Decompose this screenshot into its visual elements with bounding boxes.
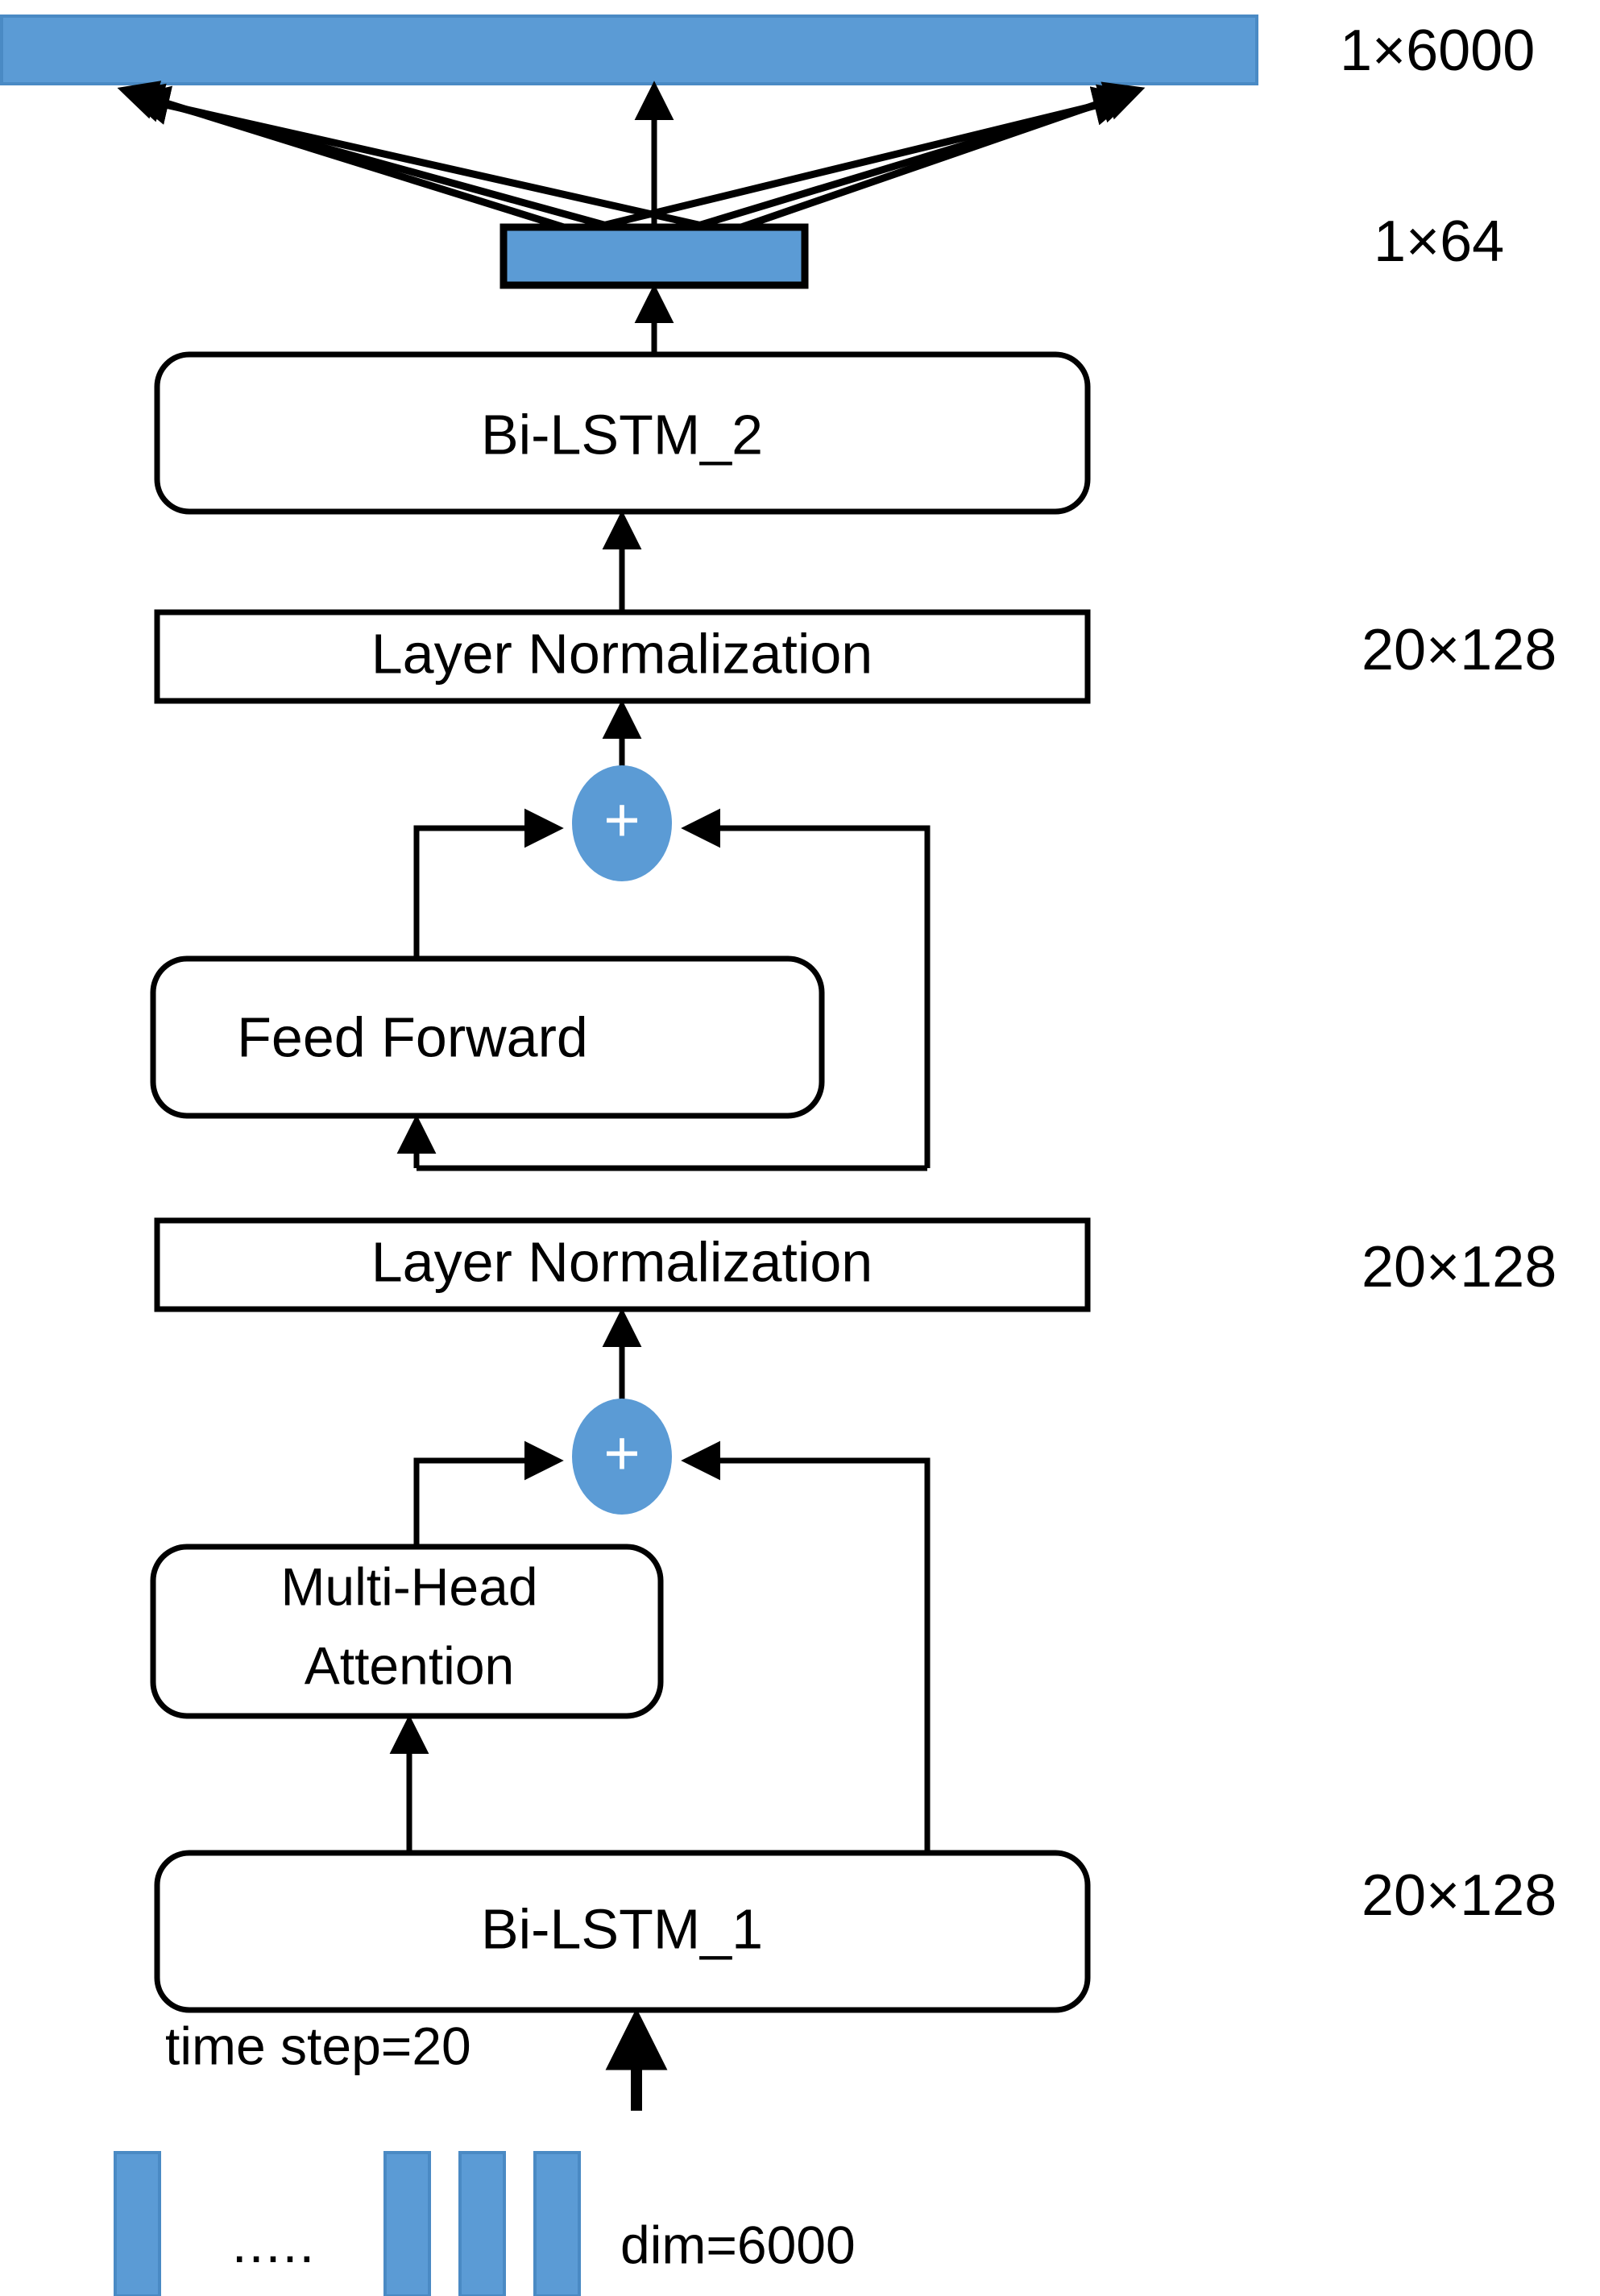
input-bar-3 [458,2151,506,2296]
node-layernorm-lower[interactable] [154,1217,1091,1312]
add-operator-lower-symbol: + [603,1418,640,1489]
dimension-label-layernorm-upper: 20×128 [1362,618,1556,682]
input-bar-2 [383,2151,431,2296]
input-bar-4 [533,2151,581,2296]
add-operator-upper-symbol: + [603,785,640,856]
fanout-line-right-3 [595,86,1134,231]
fanout-line-left-3 [129,85,710,231]
node-layernorm-lower-label: Layer Normalization [371,1230,873,1293]
input-bar-1 [114,2151,161,2296]
dimension-label-output: 1×6000 [1340,19,1535,83]
dim-label: dim=6000 [620,2215,856,2274]
edge-feedforward-to-add2 [413,808,564,959]
edge-skip-lower-to-add1 [681,1440,931,1853]
add-operator-lower [572,1399,672,1515]
embedding-box [499,223,809,289]
node-feedforward-label: Feed Forward [237,1005,588,1068]
input-ellipsis: ..... [232,2213,316,2274]
node-layernorm-upper-label: Layer Normalization [371,622,873,685]
dimension-label-bilstm1: 20×128 [1362,1863,1556,1928]
time-step-label: time step=20 [165,2016,471,2075]
edge-skip-upper-to-add2 [681,808,931,1168]
dimension-label-embedding: 1×64 [1374,209,1504,274]
output-bar [0,15,1258,85]
add-operator-upper [572,765,672,881]
node-multihead-attention-label-line2: Attention [305,1635,515,1695]
node-bilstm2-label: Bi-LSTM_2 [481,403,763,466]
node-bilstm1-label: Bi-LSTM_1 [481,1897,763,1960]
node-layernorm-upper[interactable] [154,609,1091,704]
node-feedforward[interactable] [150,955,825,1119]
node-multihead-attention-label-line1: Multi-Head [280,1556,537,1616]
dimension-label-layernorm-lower: 20×128 [1362,1235,1556,1299]
edge-multihead-to-add1 [413,1440,564,1547]
